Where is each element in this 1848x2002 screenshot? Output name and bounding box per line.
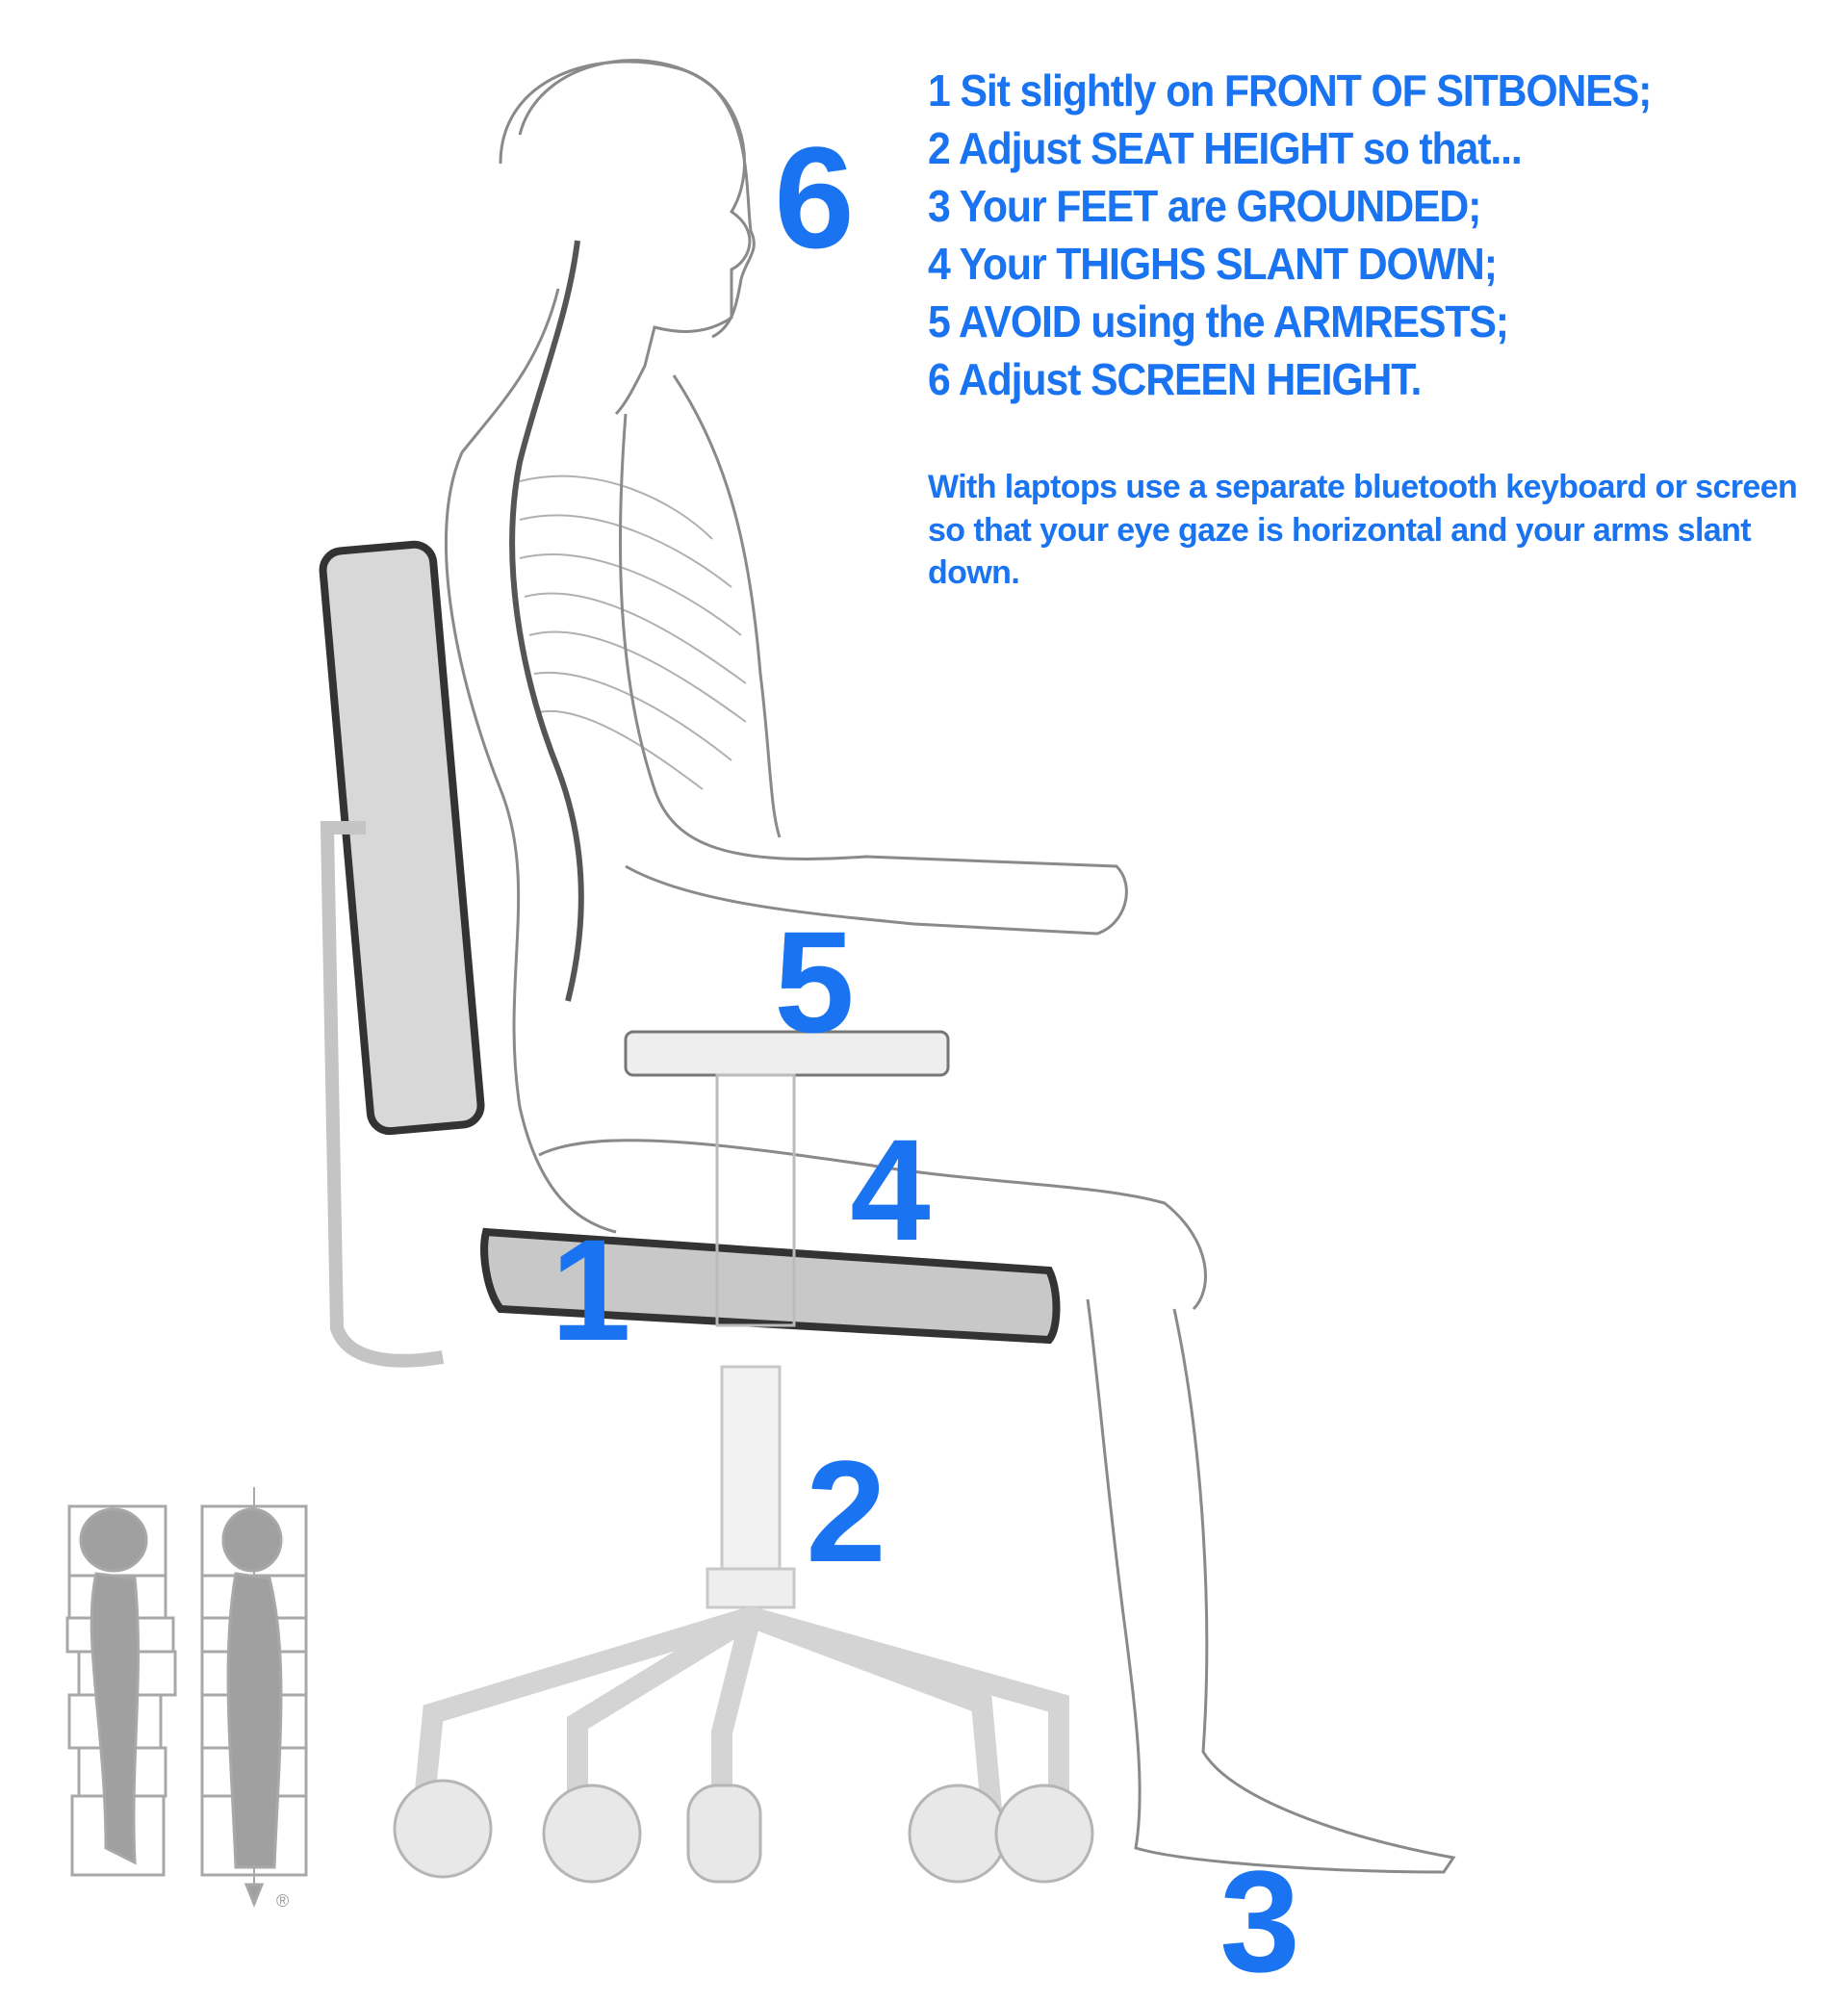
instruction-step-5: 5 AVOID using the ARMRESTS;	[928, 296, 1509, 346]
chair-column	[720, 1365, 782, 1571]
instruction-step-3: 3 Your FEET are GROUNDED;	[928, 181, 1481, 231]
armrest-post	[715, 1073, 796, 1327]
chair-casters	[393, 1779, 1094, 1884]
shin	[1086, 1298, 1456, 1874]
chest-outline	[672, 374, 782, 838]
marker-3: 3	[1219, 1840, 1300, 2002]
back-outline	[444, 288, 617, 1234]
spine	[509, 240, 584, 1002]
marker-1: 1	[551, 1209, 631, 1371]
thigh	[538, 1139, 1207, 1311]
instruction-step-6: 6 Adjust SCREEN HEIGHT.	[928, 354, 1422, 404]
arm	[618, 413, 1128, 936]
chair-backrest	[319, 540, 485, 1136]
instruction-step-2: 2 Adjust SEAT HEIGHT so that...	[928, 123, 1523, 173]
registered-mark: ®	[276, 1891, 290, 1911]
head-outline	[518, 59, 756, 339]
marker-5: 5	[774, 901, 855, 1063]
skull	[499, 60, 752, 416]
marker-6: 6	[774, 116, 855, 278]
marker-4: 4	[850, 1109, 931, 1270]
posture-inset	[65, 1487, 308, 1909]
instruction-step-4: 4 Your THIGHS SLANT DOWN;	[928, 239, 1498, 289]
laptop-note: With laptops use a separate bluetooth ke…	[928, 469, 1798, 591]
instruction-step-1: 1 Sit slightly on FRONT OF SITBONES;	[928, 65, 1652, 116]
chair-base	[413, 1606, 1069, 1820]
instruction-list: 1 Sit slightly on FRONT OF SITBONES; 2 A…	[928, 62, 1706, 408]
marker-2: 2	[806, 1430, 886, 1592]
chair-back-post	[320, 821, 445, 1368]
